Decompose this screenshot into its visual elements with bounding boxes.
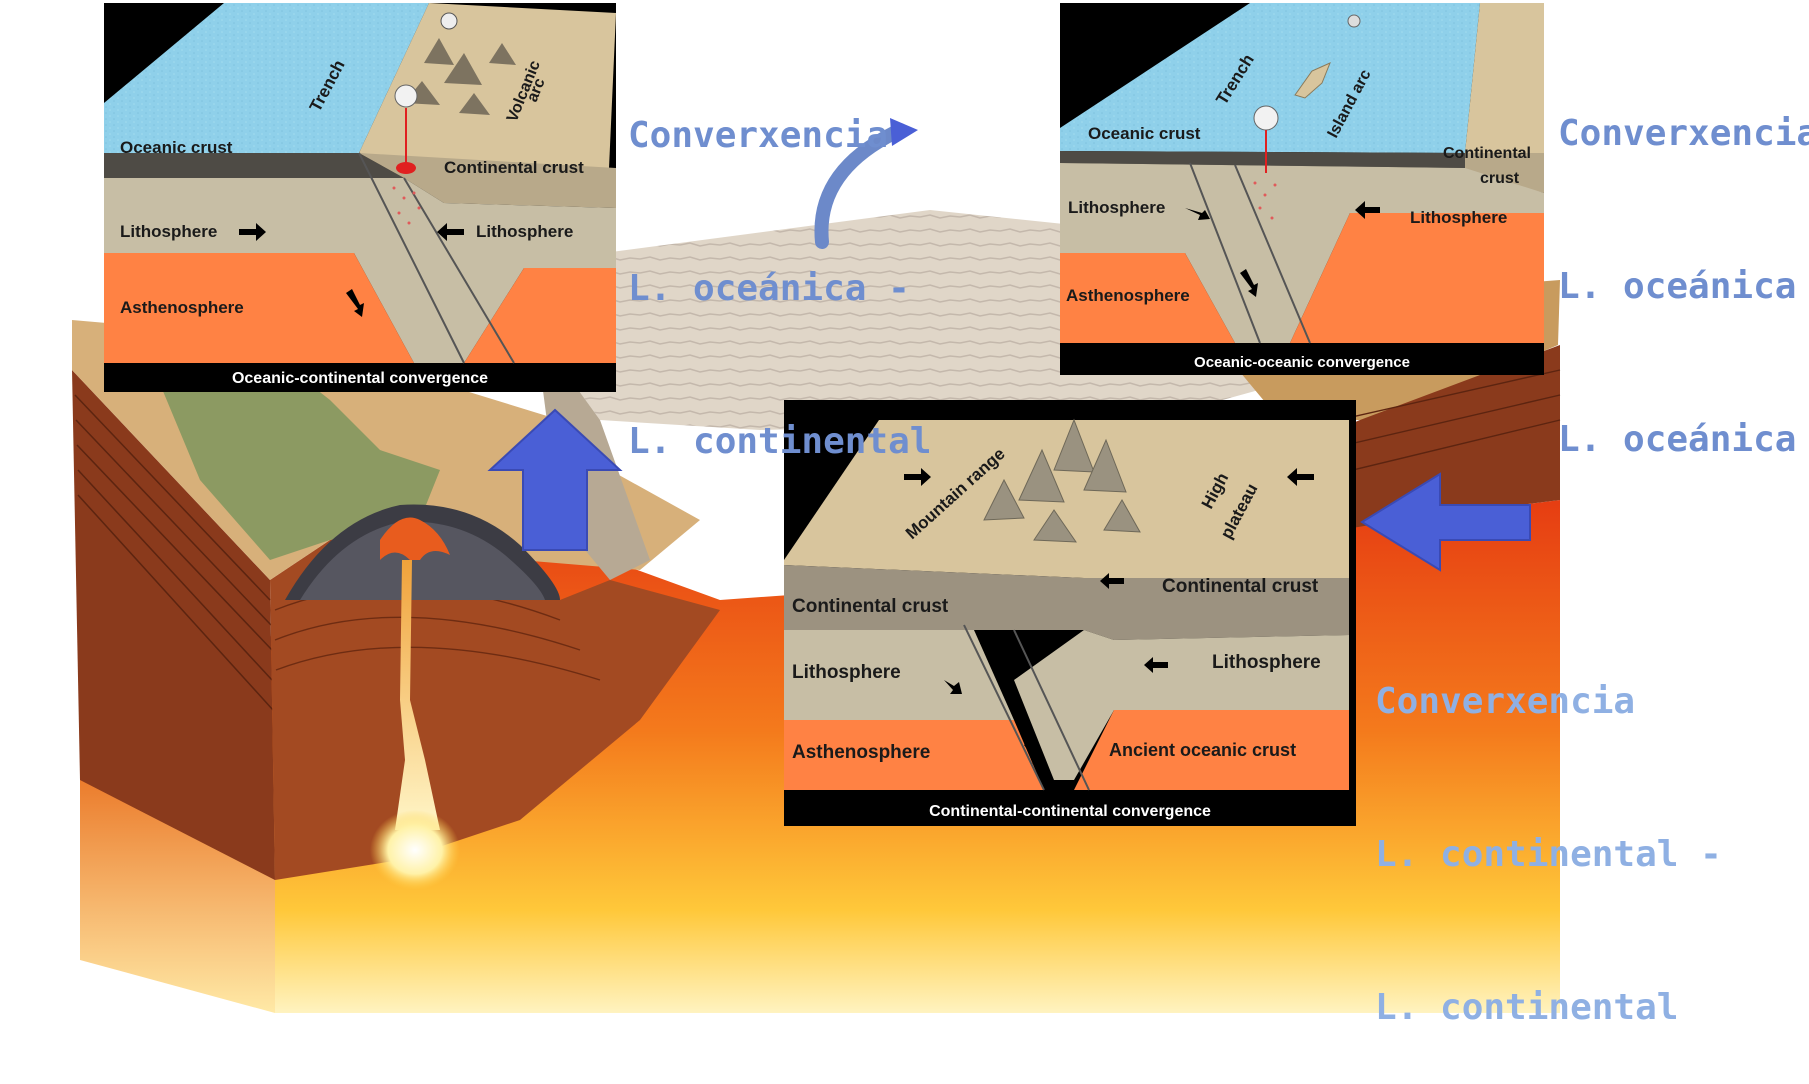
continent-surface [359,3,616,168]
magma-conduit [395,560,440,830]
arrow-down-icon [346,289,364,317]
oceanic-crust-band [104,153,404,178]
arrow-down-icon [1240,269,1258,297]
arrow-down-icon-astheno [1024,741,1042,769]
lava-flow [380,517,450,560]
arrow-left-icon [1355,201,1380,219]
label-oceanic-continental: Converxencia L. oceánica - L. continenta… [628,8,931,518]
asthenosphere-band-right [1074,710,1349,790]
label-line: L. oceánica - [1558,266,1797,307]
panel-continental-continental: Mountain range High plateau Continental … [784,400,1356,826]
asthenosphere-band-right [1290,213,1544,343]
continental-crust-left-band [784,565,1084,630]
pointer-arrows [487,118,1531,572]
volcano-dome-layer [300,521,545,600]
label-lithosphere-left: Lithosphere [1068,198,1165,217]
mountain-range [983,418,1141,543]
label-lithosphere-left: Lithosphere [792,662,901,683]
arrow-right-icon [1185,208,1210,220]
asthenosphere-band [784,720,1044,790]
arrow-down-icon-crust [974,630,992,644]
label-continental-crust-right: Continental crust [1162,576,1319,597]
magma-pool [396,162,416,174]
arrow-left-icon [437,223,464,241]
eruption-cloud-top [440,12,458,30]
slab-outline [963,624,1090,791]
magma-chamber-glow [370,810,460,890]
label-lithosphere-right: Lithosphere [1212,652,1321,673]
curved-arrow [814,123,907,249]
lithosphere-band-left [784,630,1014,720]
curved-arrow-head [890,118,918,146]
lithosphere-band-right [1014,630,1349,780]
ocean-surface [104,3,429,153]
label-line: Converxencia [628,115,889,156]
arrow-left-icon [1287,468,1314,486]
label-continental-crust-left: Continental crust [792,596,949,617]
slab-outline [1189,162,1311,344]
left-mountain-green [150,345,440,560]
label-oceanic-crust: Oceanic crust [120,138,233,157]
continental-crust-band [359,153,616,208]
label-continental-1: Continental [1443,145,1531,162]
arrow-right-icon [904,468,931,486]
panel-oceanic-continental: Trench Volcanic arc Oceanic crust Contin… [104,3,616,392]
label-asthenosphere: Asthenosphere [120,298,244,317]
label-lithosphere-right: Lithosphere [476,222,573,241]
panel-caption: Oceanic-continental convergence [232,370,488,387]
label-asthenosphere: Asthenosphere [1066,286,1190,305]
label-line: L. continental - [1375,834,1722,875]
ocean-surface [1060,3,1480,153]
label-oceanic-oceanic: Converxencia L. oceánica - L. oceánica [1558,6,1809,516]
left-crust-front [270,520,720,880]
melt-dots [392,186,421,225]
left-crust-strata [74,394,274,711]
continental-crust-band [1465,153,1544,193]
arrow-left-icon-crust [1100,573,1124,589]
up-arrow [487,408,623,551]
label-continental-continental: Converxencia L. continental - L. contine… [1375,574,1722,1084]
arrow-right-icon [239,223,266,241]
asthenosphere-band [104,253,414,363]
label-asthenosphere: Asthenosphere [792,742,930,763]
label-lithosphere-right: Lithosphere [1410,208,1507,227]
label-line: Converxencia [1375,681,1636,722]
label-oceanic-crust: Oceanic crust [1088,124,1201,143]
label-lithosphere-left: Lithosphere [120,222,217,241]
eruption-cloud-small [1347,14,1361,28]
island [1294,62,1331,99]
panel-oceanic-oceanic: Trench Island arc Oceanic crust Continen… [1060,3,1544,375]
panel-caption: Oceanic-oceanic convergence [1194,354,1410,371]
eruption-cloud [394,84,418,108]
label-line: L. oceánica [1558,419,1797,460]
continent-surface [1465,3,1544,173]
lithosphere-band [104,178,616,363]
label-line: Converxencia [1558,113,1809,154]
left-arrow [1360,472,1531,572]
continent-surface [784,420,1349,578]
label-line: L. continental [1375,987,1679,1028]
label-line: L. oceánica - [628,268,910,309]
label-continental-2: crust [1480,170,1520,187]
lithosphere-band [1060,163,1544,343]
left-crust-side [72,370,275,880]
plate-convergence-diagram: Trench Volcanic arc Oceanic crust Contin… [72,3,1561,1013]
arrow-left-icon-litho [1144,657,1168,673]
panel-caption: Continental-continental convergence [929,803,1211,820]
slab-outline [358,152,515,364]
asthenosphere-band [1060,253,1235,343]
arrow-down-icon-litho [944,680,962,694]
label-continental-crust: Continental crust [444,158,584,177]
asthenosphere-band-right [464,268,616,363]
continental-crust-right-band [1084,578,1349,640]
eruption-cloud [1253,105,1279,131]
label-line: L. continental [628,421,932,462]
oceanic-crust-band [1060,151,1465,168]
melt-dots [1253,181,1277,220]
label-ancient-oceanic-crust: Ancient oceanic crust [1109,740,1296,760]
